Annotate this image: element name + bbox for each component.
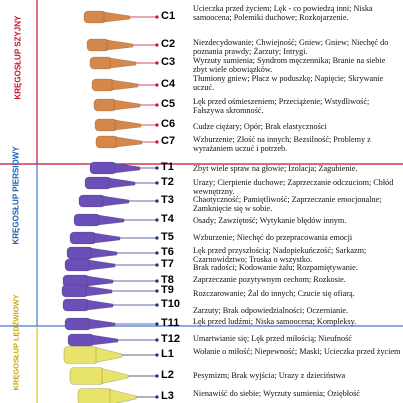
leader-dot-c4	[155, 83, 159, 87]
vertebra-label-c3: C3	[161, 56, 176, 68]
vertebra-c4	[91, 78, 139, 92]
vertebra-description-l1: Wołanie o miłość; Niepewność; Maski; Uci…	[193, 347, 401, 356]
vertebra-description-t6: Lęk przed przyszłością; Nadopiekuńczość;…	[193, 246, 367, 265]
vertebra-description-c2: Niezdecydowanie; Chwiejność; Gniew; Gnie…	[193, 38, 389, 57]
vertebra-description-t3: Chaotyczność; Pamiętliwość; Zaprzeczanie…	[193, 195, 382, 214]
vertebra-t4	[73, 213, 125, 227]
vertebra-description-t1: Zbyt wiele spraw na głowie; Izolacja; Za…	[193, 164, 358, 173]
vertebra-label-c4: C4	[161, 78, 176, 90]
vertebra-c3	[89, 56, 137, 70]
vertebra-description-t10: Zarzuty; Brak odpowiedzialności; Oczerni…	[193, 306, 349, 315]
vertebra-label-t11: T11	[161, 317, 180, 329]
vertebra-t11	[64, 317, 116, 331]
leader-dot-t12	[155, 338, 159, 342]
vertebra-description-c5: Lęk przed ośmieszeniem; Przeciążenie; Ws…	[193, 97, 370, 116]
vertebra-l1	[63, 346, 123, 364]
leader-dot-c6	[155, 123, 159, 127]
vertebra-t6	[66, 246, 118, 260]
vertebra-description-c6: Cudze ciężary; Opór; Brak elastyczności	[193, 122, 327, 131]
vertebra-t1	[89, 161, 141, 175]
vertebra-c2	[86, 38, 134, 52]
vertebra-description-t9: Rozczarowanie; Żal do innych; Czucie się…	[193, 289, 355, 298]
vertebra-description-t8: Zaprzeczanie pozytywnym cechom; Rozkosie…	[193, 275, 346, 284]
vertebra-label-l1: L1	[161, 348, 174, 360]
vertebra-label-c7: C7	[161, 135, 176, 147]
vertebra-label-l2: L2	[161, 369, 174, 381]
vertebra-description-t4: Osady; Zawziętość; Wytykanie błędów inny…	[193, 216, 347, 225]
leader-dot-c5	[155, 103, 159, 107]
vertebra-label-t12: T12	[161, 333, 180, 345]
vertebra-t12	[67, 333, 119, 347]
leader-dot-t11	[155, 322, 159, 326]
cervical-region-label: KRĘGOSŁUP SZYJNY	[13, 15, 23, 100]
vertebra-l3	[77, 388, 137, 403]
vertebra-label-c5: C5	[161, 98, 176, 110]
vertebra-label-c1: C1	[161, 10, 176, 22]
vertebra-label-t1: T1	[161, 161, 174, 173]
vertebra-c7	[95, 135, 143, 149]
vertebra-description-c1: Ucieczka przed życiem; Lęk - co powiedzą…	[193, 4, 373, 23]
vertebra-label-c2: C2	[161, 38, 176, 50]
vertebra-description-t5: Wzburzenie; Niechęć do przepracowania em…	[193, 233, 353, 242]
vertebra-label-t6: T6	[161, 246, 174, 258]
vertebra-t2	[84, 176, 136, 190]
vertebra-label-c6: C6	[161, 118, 176, 130]
vertebra-label-t4: T4	[161, 213, 174, 225]
vertebra-description-t12: Umartwianie się; Lęk przed miłością; Nie…	[193, 334, 352, 343]
leader-dot-l1	[155, 353, 159, 357]
leader-dot-l2	[155, 374, 159, 378]
vertebra-t3	[78, 194, 130, 208]
vertebra-description-c3: Wyrzuty sumienia; Syndrom męczennika; Br…	[193, 56, 386, 75]
vertebra-description-t2: Urazy; Cierpienie duchowe; Zaprzeczanie …	[193, 178, 394, 197]
leader-dot-t2	[155, 181, 159, 185]
leader-dot-t5	[155, 236, 159, 240]
vertebra-description-c7: Wzburzenie; Złość na innych; Bezsilność;…	[193, 135, 371, 154]
vertebra-t8	[62, 274, 114, 288]
vertebra-label-t8: T8	[161, 274, 174, 286]
vertebra-c5	[93, 98, 141, 112]
thoracic-region-label: KRĘGOSŁUP PIERSIOWY	[11, 146, 21, 245]
leader-dot-t8	[155, 279, 159, 283]
leader-dot-c3	[155, 61, 159, 65]
leader-dot-t1	[155, 166, 159, 170]
vertebra-label-t5: T5	[161, 231, 174, 243]
vertebra-label-l3: L3	[161, 390, 174, 402]
leader-lines	[112, 15, 159, 399]
leader-dot-c1	[155, 15, 159, 19]
leader-dot-t10	[155, 303, 159, 307]
vertebra-description-t7: Brak radości; Kodowanie żalu; Rozpamięty…	[193, 263, 358, 272]
vertebra-t5	[69, 231, 121, 245]
leader-dot-t9	[155, 289, 159, 293]
lumbar-region-label: KRĘGOSŁUP LĘDŹWIOWY	[11, 294, 21, 391]
vertebra-label-t10: T10	[161, 298, 180, 310]
vertebra-c1	[83, 10, 131, 24]
leader-dot-t7	[155, 263, 159, 267]
vertebra-l2	[69, 367, 129, 385]
vertebra-t9	[61, 284, 113, 298]
vertebra-t7	[64, 258, 116, 272]
leader-dot-t6	[155, 251, 159, 255]
leader-dot-l3	[155, 395, 159, 399]
vertebra-label-t3: T3	[161, 194, 174, 206]
vertebra-label-t2: T2	[161, 176, 174, 188]
vertebra-description-l2: Pesymizm; Brak wyjścia; Urazy z dziecińs…	[193, 371, 346, 380]
vertebra-c6	[94, 118, 142, 132]
spine-column	[61, 10, 143, 403]
vertebra-description-t11: Lęk przed ludźmi; Niska samoocena; Kompl…	[193, 317, 357, 326]
vertebra-label-t7: T7	[161, 258, 174, 270]
leader-dot-c2	[155, 43, 159, 47]
vertebra-t10	[62, 298, 114, 312]
vertebra-label-t9: T9	[161, 284, 174, 296]
leader-dot-c7	[155, 140, 159, 144]
leader-dot-t4	[155, 218, 159, 222]
vertebra-description-c4: Tłumiony gniew; Płacz w poduszkę; Napięc…	[193, 74, 384, 93]
leader-dot-t3	[155, 199, 159, 203]
vertebra-description-l3: Nienawiść do siebie; Wyrzuty sumienia; O…	[193, 389, 360, 398]
